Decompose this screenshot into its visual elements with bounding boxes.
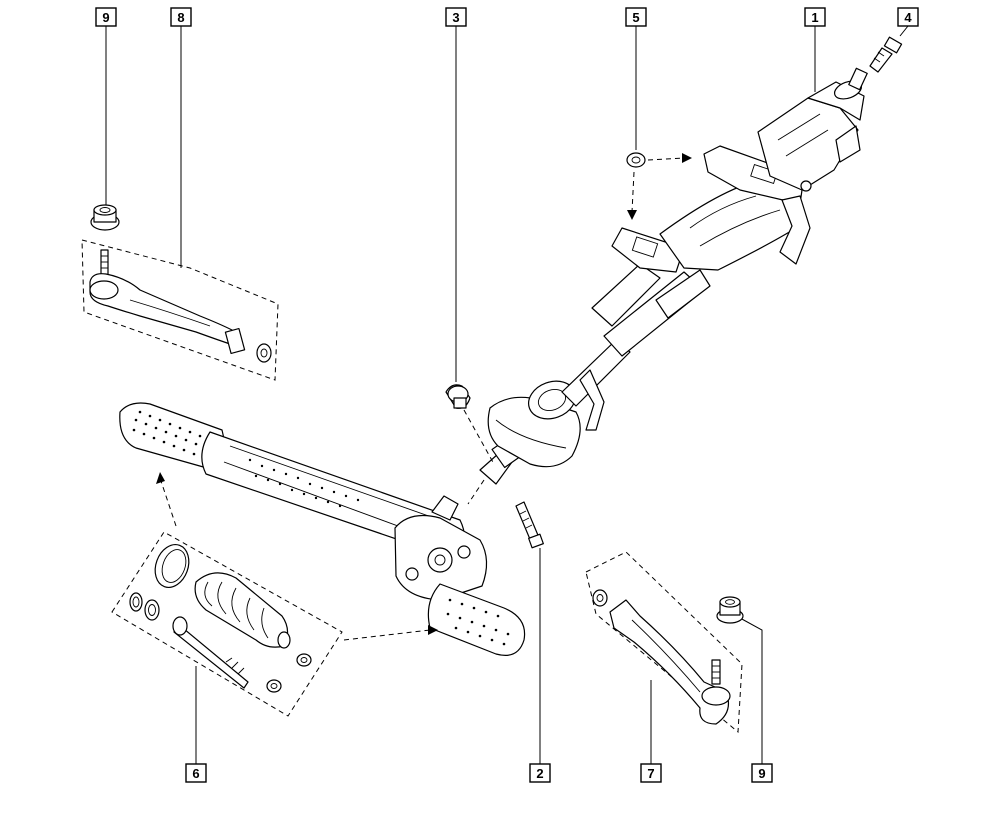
tie-rod-end-right-group — [585, 551, 744, 734]
callout-label: 8 — [177, 10, 184, 25]
assembly-arrow-column — [467, 479, 485, 505]
callout-label: 9 — [758, 766, 765, 781]
callout-8: 8 — [170, 7, 192, 268]
callout-3: 3 — [445, 7, 467, 382]
callout-label: 6 — [192, 766, 199, 781]
callout-9-bottom-right: 9 — [739, 617, 773, 783]
tie-rod-kit-6 — [111, 531, 343, 717]
callout-6: 6 — [185, 666, 207, 783]
tie-rod-end-8 — [89, 249, 272, 363]
callout-2: 2 — [529, 548, 551, 783]
bolt-4 — [869, 36, 903, 73]
callout-label: 1 — [811, 10, 818, 25]
callout-label: 9 — [102, 10, 109, 25]
callout-5: 5 — [625, 7, 647, 150]
nut-9-top-left — [90, 204, 120, 231]
callout-label: 7 — [647, 766, 654, 781]
steering-column-1 — [479, 67, 868, 485]
nut-5 — [626, 152, 692, 220]
callout-7: 7 — [640, 680, 662, 783]
callout-label: 4 — [904, 10, 912, 25]
bolt-2 — [515, 501, 544, 549]
callout-label: 5 — [632, 10, 639, 25]
nut-3 — [445, 384, 495, 465]
callout-label: 3 — [452, 10, 459, 25]
tie-rod-end-left-group — [81, 204, 279, 381]
callout-label: 2 — [536, 766, 543, 781]
callout-1: 1 — [804, 7, 826, 92]
callout-4: 4 — [897, 7, 919, 37]
callout-9-top-left: 9 — [95, 7, 117, 208]
steering-rack — [119, 402, 526, 656]
assembly-arrows-kit — [156, 472, 438, 641]
